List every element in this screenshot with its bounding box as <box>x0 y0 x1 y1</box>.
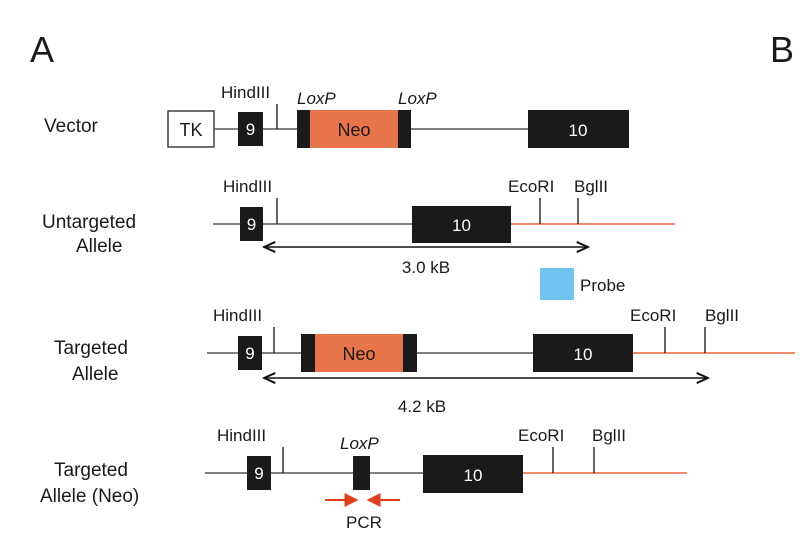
neo-box <box>310 110 398 148</box>
ecori-label: EcoRI <box>508 177 554 196</box>
row-label-vector: Vector <box>44 116 99 137</box>
probe-swatch <box>540 268 574 300</box>
pcr-label: PCR <box>346 513 382 532</box>
exon-9 <box>238 112 263 146</box>
row-label-targeted-neo-1: Targeted <box>54 460 128 481</box>
exon-10 <box>533 334 633 372</box>
hindiii-label: HindIII <box>217 426 266 445</box>
neo-label: Neo <box>342 344 375 364</box>
row-label-untargeted-1: Untargeted <box>42 212 136 233</box>
probe-legend: Probe <box>540 268 625 300</box>
hindiii-label: HindIII <box>213 306 262 325</box>
ecori-label: EcoRI <box>518 426 564 445</box>
hindiii-label: HindIII <box>223 177 272 196</box>
exon-9-label: 9 <box>254 464 263 483</box>
targeted-allele-neo-row: Targeted Allele (Neo) 9 HindIII LoxP 10 … <box>40 426 687 532</box>
exon-9 <box>238 336 262 370</box>
fragment-size-label: 4.2 kB <box>398 397 446 416</box>
exon-9 <box>247 456 271 490</box>
row-label-targeted-1: Targeted <box>54 338 128 359</box>
bglii-label: BglII <box>705 306 739 325</box>
exon-10 <box>423 455 523 493</box>
row-label-targeted-2: Allele <box>72 364 118 385</box>
row-label-targeted-neo-2: Allele (Neo) <box>40 486 139 507</box>
tk-box <box>167 110 215 148</box>
untargeted-allele-row: Untargeted Allele 9 HindIII 10 EcoRI Bgl… <box>42 177 675 277</box>
neo-box <box>315 334 403 372</box>
exon-9-label: 9 <box>247 215 256 234</box>
exon-10 <box>528 110 629 148</box>
loxp-label-2: LoxP <box>398 89 437 108</box>
bglii-label: BglII <box>592 426 626 445</box>
neo-label: Neo <box>337 120 370 140</box>
ecori-label: EcoRI <box>630 306 676 325</box>
exon-9-label: 9 <box>246 120 255 139</box>
fragment-size-label: 3.0 kB <box>402 258 450 277</box>
exon-10-label: 10 <box>569 121 588 140</box>
probe-label: Probe <box>580 276 625 295</box>
bglii-label: BglII <box>574 177 608 196</box>
exon-10-label: 10 <box>464 466 483 485</box>
panel-label-b: B <box>770 29 794 70</box>
vector-row: Vector TK 9 HindIII Neo LoxP LoxP 10 <box>44 83 629 148</box>
exon-10 <box>412 206 511 243</box>
hindiii-label: HindIII <box>221 83 270 102</box>
exon-10-label: 10 <box>452 216 471 235</box>
loxp-label: LoxP <box>340 434 379 453</box>
targeted-allele-row: Targeted Allele 9 HindIII Neo 10 EcoRI B… <box>54 306 795 416</box>
exon-10-label: 10 <box>574 345 593 364</box>
exon-9 <box>240 207 263 241</box>
row-label-untargeted-2: Allele <box>76 236 122 257</box>
panel-label-a: A <box>30 29 54 70</box>
exon-9-label: 9 <box>245 344 254 363</box>
loxp-site-box <box>353 456 370 490</box>
loxp-label-1: LoxP <box>297 89 336 108</box>
tk-label: TK <box>179 120 202 140</box>
